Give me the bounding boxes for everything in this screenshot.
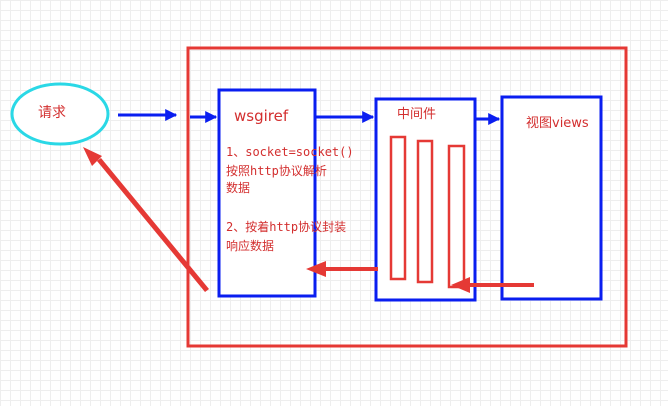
wsgiref-box (217, 88, 317, 298)
views-label: 视图views (526, 116, 589, 131)
request-node (10, 82, 110, 146)
wsgiref-to-request-response-arrow (83, 147, 209, 292)
middleware-to-wsgiref-response-arrow (306, 261, 378, 277)
middleware-bar-2 (416, 139, 434, 284)
wsgiref-step1-line3: 数据 (226, 181, 251, 195)
request-label: 请求 (38, 105, 66, 121)
views-to-middleware-response-arrow (451, 277, 534, 293)
wsgiref-label: wsgiref (234, 107, 289, 125)
server-container (186, 46, 628, 348)
wsgiref-step1-line2: 按照http协议解析 (226, 164, 327, 178)
wsgiref-step1-line1: 1、socket=socket() (226, 145, 354, 159)
views-box (500, 95, 603, 301)
middleware-bar-1 (389, 135, 407, 281)
wsgiref-step2-line2: 响应数据 (226, 239, 275, 253)
middleware-label: 中间件 (397, 107, 437, 122)
wsgiref-step2-line1: 2、按着http协议封装 (226, 220, 347, 234)
middleware-box (374, 97, 477, 302)
